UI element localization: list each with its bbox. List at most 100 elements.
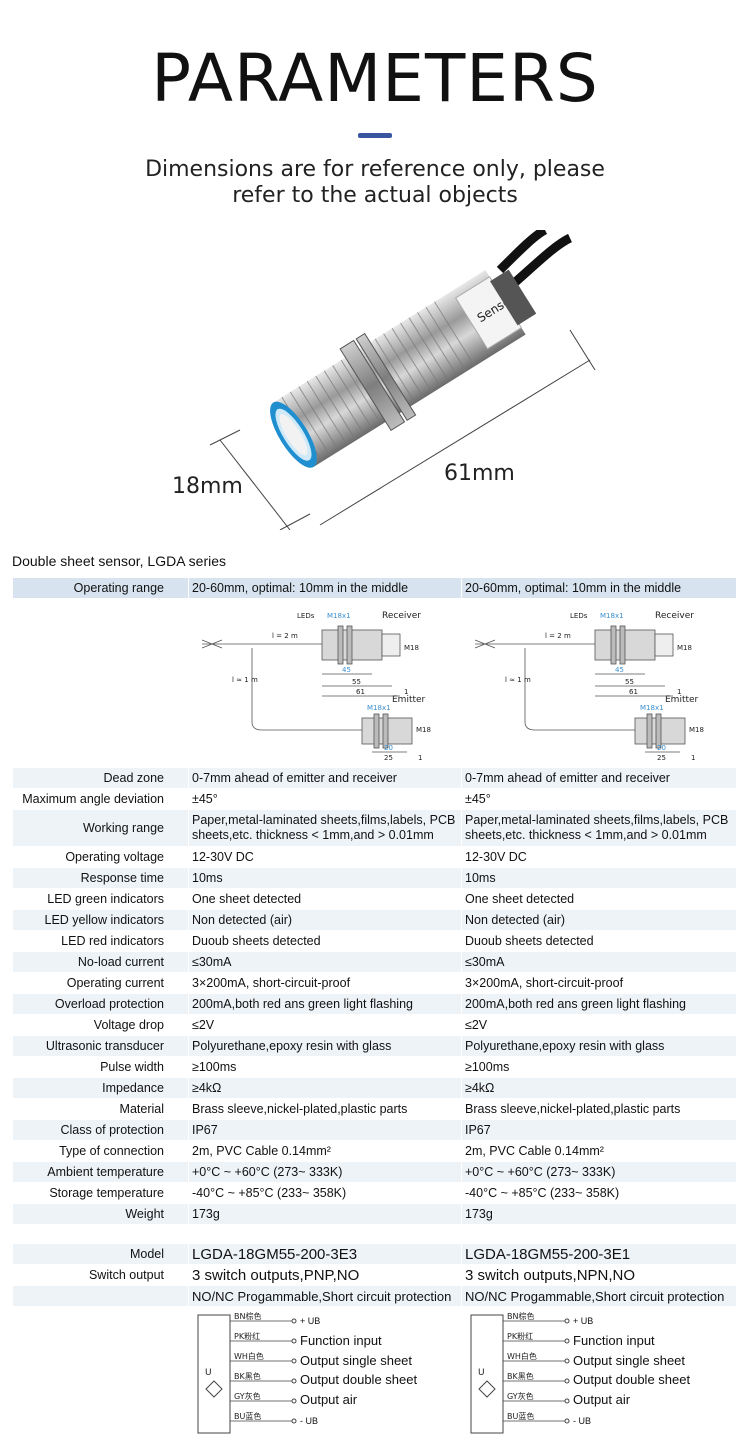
table-caption: Double sheet sensor, LGDA series — [12, 553, 227, 569]
svg-text:25: 25 — [657, 754, 666, 762]
svg-text:PK粉红: PK粉红 — [234, 1331, 260, 1341]
wiring-diagram: U BN棕色 PK粉红 WH白色 BK黑色 — [197, 1311, 417, 1433]
svg-text:U: U — [478, 1368, 485, 1378]
svg-text:Output air: Output air — [573, 1392, 631, 1407]
svg-text:l ≈ 1 m: l ≈ 1 m — [232, 676, 258, 684]
svg-text:1: 1 — [677, 688, 681, 696]
table-row: Ambient temperature+0°C ~ +60°C (273~ 33… — [12, 1161, 737, 1183]
svg-text:BU蓝色: BU蓝色 — [234, 1411, 261, 1421]
empty-cell — [12, 1306, 189, 1448]
spec-value-b: 20-60mm, optimal: 10mm in the middle — [461, 577, 737, 599]
svg-text:BK黑色: BK黑色 — [507, 1371, 534, 1381]
svg-text:55: 55 — [352, 678, 361, 686]
spec-value-a: 20-60mm, optimal: 10mm in the middle — [188, 577, 462, 599]
svg-text:Receiver: Receiver — [655, 611, 694, 621]
table-row: Operating range 20-60mm, optimal: 10mm i… — [12, 577, 737, 599]
wiring-diagram: U BN棕色 PK粉红 WH白色 BK黑色 — [470, 1311, 690, 1433]
svg-text:55: 55 — [625, 678, 634, 686]
svg-text:l = 2 m: l = 2 m — [272, 632, 298, 640]
svg-text:GY灰色: GY灰色 — [234, 1391, 261, 1401]
subtitle-line-2: refer to the actual objects — [232, 183, 518, 208]
svg-text:25: 25 — [384, 754, 393, 762]
dimension-drawing-b: LEDs M18x1 Receiver l = 2 m l ≈ 1 m M18 … — [461, 598, 737, 768]
svg-text:BU蓝色: BU蓝色 — [507, 1411, 534, 1421]
wiring-diagram-row: U BN棕色 PK粉红 WH白色 BK黑色 — [12, 1306, 737, 1448]
svg-text:GY灰色: GY灰色 — [507, 1391, 534, 1401]
svg-text:l = 2 m: l = 2 m — [545, 632, 571, 640]
svg-text:M18x1: M18x1 — [640, 704, 664, 712]
table-gap-row — [12, 1224, 737, 1244]
svg-text:M18: M18 — [689, 726, 704, 734]
diameter-dimension: 18mm — [172, 474, 243, 499]
svg-text:M18x1: M18x1 — [367, 704, 391, 712]
dimension-drawing: LEDs M18x1 Receiver l = 2 m l ≈ 1 m M18 … — [201, 611, 431, 762]
spec-label: Operating range — [12, 577, 189, 599]
svg-text:45: 45 — [615, 666, 624, 674]
svg-text:WH白色: WH白色 — [507, 1351, 537, 1361]
svg-text:M18: M18 — [416, 726, 431, 734]
page-title: PARAMETERS — [151, 40, 599, 117]
table-row: No-load current≤30mA≤30mA — [12, 951, 737, 973]
svg-text:Emitter: Emitter — [392, 695, 426, 705]
svg-text:M18: M18 — [677, 644, 692, 652]
svg-text:BN棕色: BN棕色 — [507, 1311, 534, 1321]
svg-text:1: 1 — [691, 754, 695, 762]
svg-text:BK黑色: BK黑色 — [234, 1371, 261, 1381]
subtitle-line-1: Dimensions are for reference only, pleas… — [145, 157, 605, 182]
sensor-product-image: Sensors — [209, 230, 596, 530]
svg-text:Function input: Function input — [300, 1333, 382, 1348]
svg-text:M18: M18 — [404, 644, 419, 652]
svg-text:Emitter: Emitter — [665, 695, 699, 705]
svg-text:M18x1: M18x1 — [327, 612, 351, 620]
svg-text:Output air: Output air — [300, 1392, 358, 1407]
table-row: Maximum angle deviation±45°±45° — [12, 788, 737, 810]
svg-text:PK粉红: PK粉红 — [507, 1331, 533, 1341]
dimension-drawing: LEDs M18x1 Receiver l = 2 m l ≈ 1 m M18 … — [474, 611, 704, 762]
table-row: Impedance≥4kΩ≥4kΩ — [12, 1077, 737, 1099]
svg-text:Output double sheet: Output double sheet — [300, 1372, 417, 1387]
spec-table: Operating range 20-60mm, optimal: 10mm i… — [12, 577, 737, 1448]
table-row: Pulse width≥100ms≥100ms — [12, 1056, 737, 1078]
svg-text:LEDs: LEDs — [570, 612, 588, 620]
dimension-drawing-a: LEDs M18x1 Receiver l = 2 m l ≈ 1 m M18 … — [188, 598, 462, 768]
svg-text:WH白色: WH白色 — [234, 1351, 264, 1361]
svg-text:1: 1 — [418, 754, 422, 762]
empty-cell — [12, 598, 189, 768]
svg-text:Receiver: Receiver — [382, 611, 421, 621]
table-row: NO/NC Progammable,Short circuit protecti… — [12, 1285, 737, 1307]
svg-text:61: 61 — [356, 688, 365, 696]
svg-text:45: 45 — [342, 666, 351, 674]
hero-section: PARAMETERS Dimensions are for reference … — [0, 0, 750, 530]
svg-text:LEDs: LEDs — [297, 612, 315, 620]
svg-text:+ UB: + UB — [300, 1316, 320, 1326]
svg-text:Function input: Function input — [573, 1333, 655, 1348]
wiring-diagram-a: U BN棕色 PK粉红 WH白色 BK黑色 — [188, 1306, 462, 1448]
length-dimension: 61mm — [444, 461, 515, 486]
svg-text:Output single sheet: Output single sheet — [573, 1353, 685, 1368]
svg-text:- UB: - UB — [573, 1416, 591, 1426]
svg-text:20: 20 — [657, 744, 666, 752]
svg-text:M18x1: M18x1 — [600, 612, 624, 620]
table-row: Storage temperature-40°C ~ +85°C (233~ 3… — [12, 1182, 737, 1204]
wiring-diagram-b: U BN棕色 PK粉红 WH白色 BK黑色 — [461, 1306, 737, 1448]
table-row: Voltage drop≤2V≤2V — [12, 1014, 737, 1036]
svg-text:+ UB: + UB — [573, 1316, 593, 1326]
subtitle: Dimensions are for reference only, pleas… — [0, 157, 750, 209]
svg-text:1: 1 — [404, 688, 408, 696]
